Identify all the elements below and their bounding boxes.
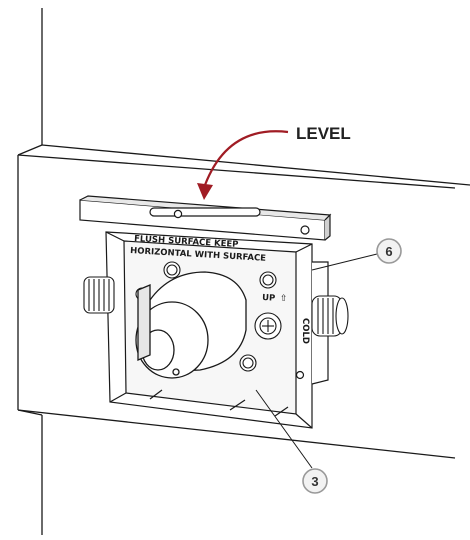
level-arrowhead-icon bbox=[197, 183, 213, 200]
part-6-callout: 6 bbox=[376, 238, 402, 264]
up-arrow-icon: ⇧ bbox=[280, 294, 288, 304]
part-3-number: 3 bbox=[311, 474, 318, 489]
leader-lines bbox=[255, 253, 378, 469]
level-arrow bbox=[203, 130, 289, 186]
part-3-callout: 3 bbox=[302, 468, 328, 494]
mounting-holes bbox=[135, 261, 277, 372]
right-inlet-fitting bbox=[311, 295, 349, 337]
marking-up: UP bbox=[262, 293, 276, 304]
marking-cold: COLD bbox=[300, 318, 310, 344]
valve-cartridge bbox=[135, 271, 247, 379]
level-label: LEVEL bbox=[296, 124, 351, 143]
wall-panel bbox=[17, 144, 470, 459]
stop-valve bbox=[254, 312, 282, 340]
left-inlet-fitting bbox=[83, 276, 115, 314]
part-6-number: 6 bbox=[385, 244, 392, 259]
level-tool bbox=[79, 195, 332, 241]
